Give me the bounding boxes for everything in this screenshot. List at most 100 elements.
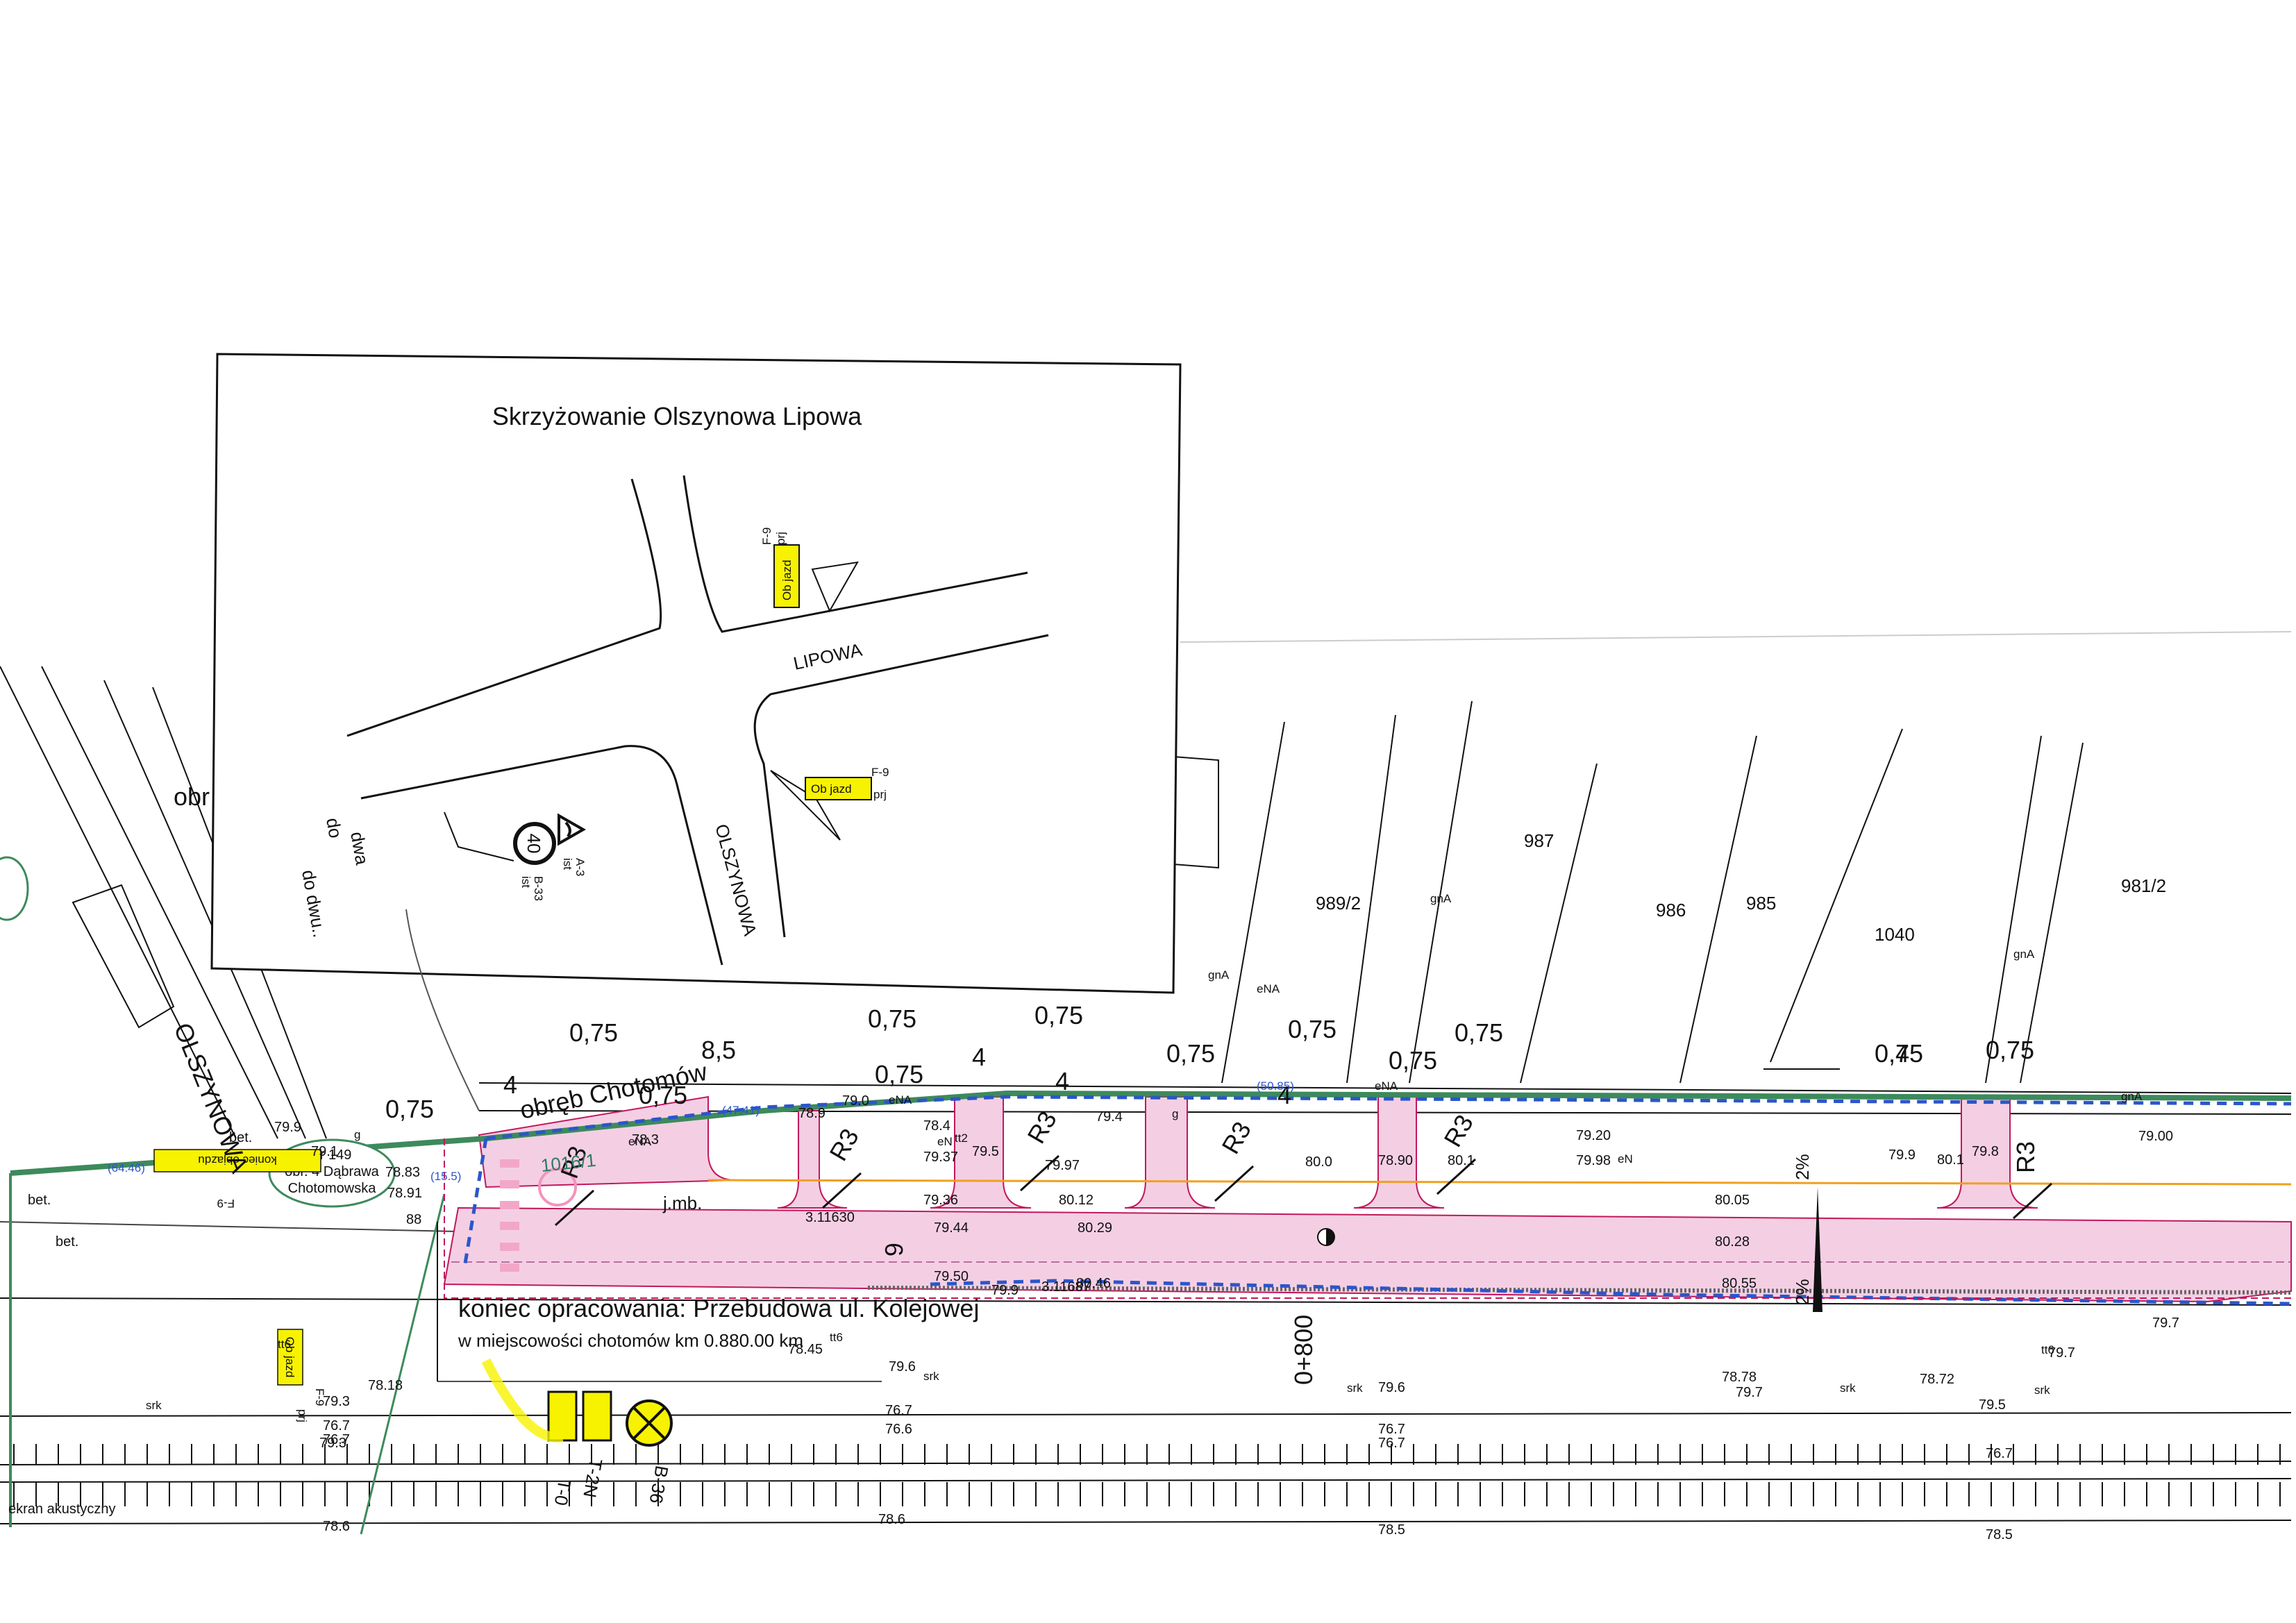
- elevation-19: 80.1: [1448, 1153, 1475, 1168]
- elevation-27: 79.8: [1972, 1144, 1999, 1159]
- dimension-15: 4: [1895, 1039, 1909, 1068]
- dimension-12: 4: [1277, 1081, 1291, 1109]
- elevation-36: 76.7: [323, 1418, 350, 1433]
- bet-label-2: bet.: [56, 1234, 78, 1250]
- utility-label-14: eNA: [1375, 1079, 1398, 1093]
- chainage-label: 0+800: [1289, 1315, 1318, 1385]
- elevation-57: (47.41): [722, 1104, 760, 1117]
- utility-label-1: srk: [923, 1370, 939, 1383]
- svg-text:A-3: A-3: [573, 858, 587, 876]
- parcel-3: 985: [1746, 893, 1776, 914]
- elevation-34: 78.18: [368, 1378, 403, 1393]
- elevation-31: 78.45: [788, 1342, 823, 1357]
- svg-text:B-33: B-33: [532, 876, 545, 901]
- svg-text:F-9: F-9: [313, 1388, 326, 1406]
- inset-speed-sign: 40 B-33 ist A-3 ist: [444, 812, 587, 901]
- elevation-35: 79.3: [323, 1394, 350, 1409]
- dimension-11: 0,75: [1288, 1015, 1336, 1043]
- speed-limit-value: 40: [523, 834, 544, 854]
- utility-label-0: srk: [146, 1399, 162, 1412]
- elevation-24: 80.55: [1722, 1276, 1757, 1291]
- svg-text:T-0: T-0: [551, 1478, 576, 1507]
- elevation-49: 76.7: [1986, 1446, 2013, 1461]
- elevation-3: 78.91: [387, 1186, 422, 1201]
- acoustic-screen-label: ekran akustyczny: [8, 1502, 116, 1517]
- elevation-5: 78.3: [632, 1132, 659, 1147]
- dimension-6: 0,75: [875, 1060, 923, 1088]
- elevation-0: 79.9: [274, 1120, 301, 1135]
- dimension-17: 0,75: [1986, 1036, 2034, 1064]
- elevation-spots: 79.979.178.8378.9179.378.378.979.078.479…: [108, 1079, 2179, 1542]
- svg-text:prj: prj: [873, 788, 887, 801]
- utility-label-18: eN: [937, 1135, 953, 1148]
- elevation-9: 79.37: [923, 1150, 958, 1165]
- utility-label-7: tt6: [2041, 1343, 2054, 1356]
- utility-label-17: eN: [1618, 1152, 1633, 1166]
- elevation-37: 76.7: [323, 1432, 350, 1447]
- end-of-work-note: koniec opracowania: Przebudowa ul. Kolej…: [437, 1222, 979, 1382]
- slope-label-1: 2%: [1792, 1154, 1813, 1180]
- elevation-4: 79.3: [319, 1436, 346, 1451]
- dim-6: 6: [880, 1243, 908, 1256]
- bet-label-1: bet.: [28, 1193, 51, 1208]
- elevation-14: 79.4: [1096, 1109, 1123, 1125]
- elevation-50: 78.5: [1986, 1527, 2013, 1542]
- utility-label-11: gnA: [2013, 948, 2035, 961]
- svg-text:do: do: [322, 816, 346, 840]
- elevation-15: 80.12: [1059, 1193, 1093, 1208]
- elevation-40: 76.6: [885, 1422, 912, 1437]
- elevation-20: 79.20: [1576, 1128, 1611, 1143]
- r3-arrow-2: [1019, 1154, 1060, 1192]
- utility-label-10: gnA: [1430, 892, 1452, 905]
- utility-label-8: tt2: [955, 1132, 968, 1145]
- utility-label-16: eNA: [889, 1093, 912, 1107]
- dimension-7: 4: [972, 1043, 986, 1071]
- svg-text:F-9: F-9: [217, 1197, 235, 1210]
- elevation-42: 76.7: [1378, 1422, 1405, 1437]
- plan-yellow-signs: koniec objazdu Ob jazd F-9 F-9 prj: [153, 1149, 326, 1422]
- dimension-16: 0,75: [1875, 1039, 1923, 1068]
- r3-label-1: R3: [823, 1124, 864, 1166]
- slope-label-2: 2%: [1792, 1279, 1813, 1305]
- dimension-13: 0,75: [1389, 1046, 1437, 1075]
- elevation-33: 79.6: [1378, 1380, 1405, 1395]
- parcel-5: 981/2: [2121, 875, 2166, 896]
- utility-label-19: g: [1172, 1107, 1178, 1120]
- elevation-44: 78.5: [1378, 1522, 1405, 1538]
- inset-title: Skrzyżowanie Olszynowa Lipowa: [492, 402, 862, 430]
- elevation-21: 79.98: [1576, 1153, 1611, 1168]
- elevation-30: 79.7: [2048, 1345, 2075, 1361]
- svg-text:ist: ist: [561, 858, 574, 870]
- bet-label-3: bet.: [229, 1130, 252, 1145]
- elevation-38: 78.6: [323, 1519, 350, 1534]
- elevation-54: 79.50: [934, 1269, 969, 1284]
- elevation-22: 80.05: [1715, 1193, 1750, 1208]
- elevation-32: 79.6: [889, 1359, 916, 1374]
- elevation-51: 80.46: [1076, 1276, 1111, 1291]
- elevation-53: 3.11687: [1041, 1279, 1091, 1295]
- handwritten-sign-group: T-0 T-2N B-36: [481, 1358, 673, 1507]
- elevation-7: 79.0: [842, 1093, 869, 1109]
- intersection-inset: Skrzyżowanie Olszynowa Lipowa LIPOWA OLS…: [210, 353, 1182, 1111]
- railway-track-upper: [13, 1444, 2281, 1465]
- utility-label-4: srk: [2034, 1384, 2050, 1397]
- parcel-4: 1040: [1875, 924, 1915, 945]
- planned-sign-circle: [538, 1168, 577, 1206]
- dimension-8: 0,75: [1034, 1001, 1083, 1029]
- elevation-16: 80.29: [1078, 1220, 1112, 1236]
- elevation-26: 80.1: [1937, 1152, 1964, 1168]
- elevation-39: 76.7: [885, 1403, 912, 1418]
- elevation-48: 79.5: [1979, 1397, 2006, 1413]
- precinct-ellipse-partial: [0, 856, 29, 921]
- utility-label-12: gnA: [2121, 1090, 2143, 1103]
- dimension-3: 0,75: [639, 1081, 687, 1109]
- svg-text:F-9: F-9: [760, 528, 773, 546]
- dimension-1: 0,75: [569, 1018, 618, 1047]
- svg-text:Ob jazd: Ob jazd: [283, 1337, 296, 1378]
- dimension-0: 0,75: [385, 1095, 434, 1123]
- utility-label-9: gnA: [1208, 968, 1230, 982]
- dimension-9: 4: [1055, 1067, 1069, 1095]
